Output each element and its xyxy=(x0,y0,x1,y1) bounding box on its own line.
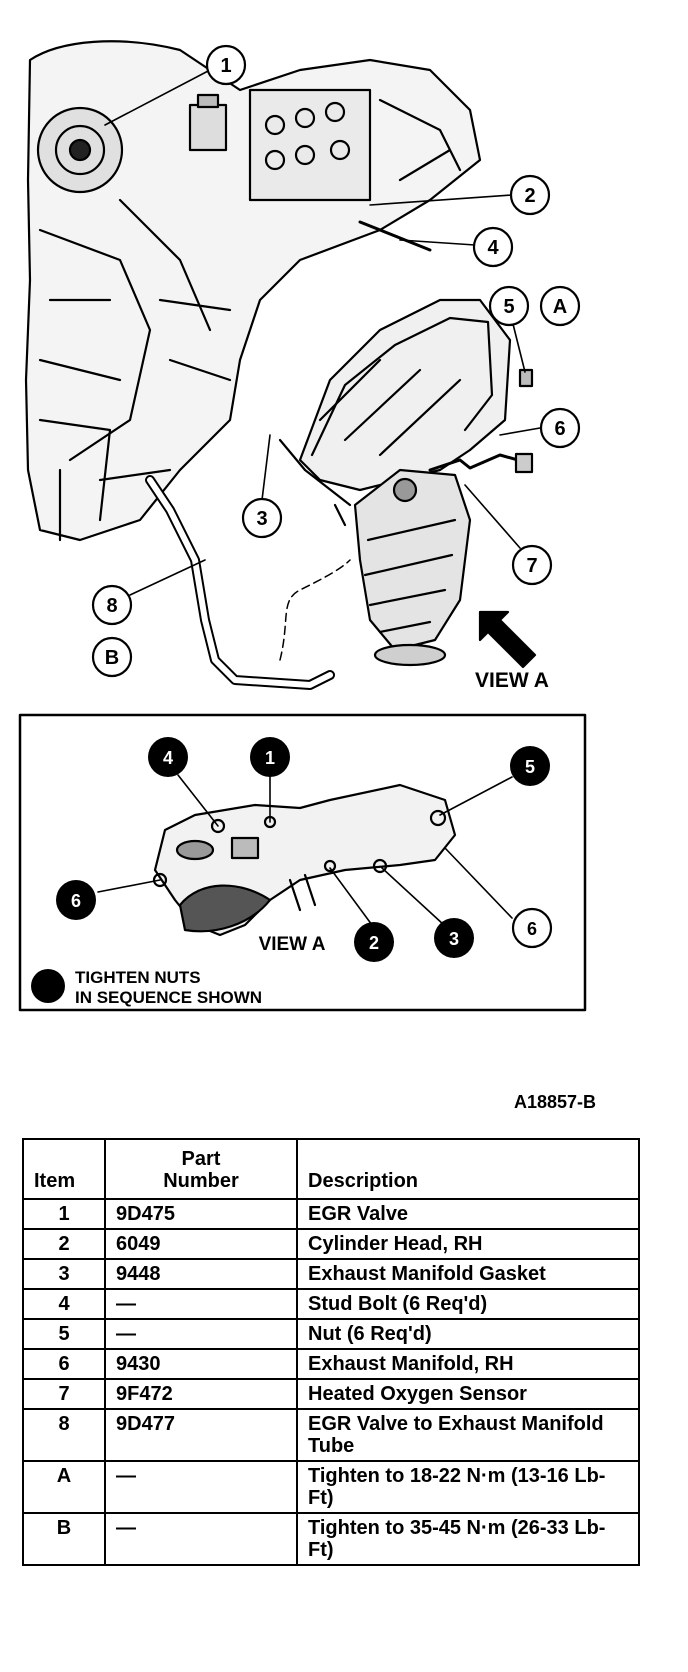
leader-lines xyxy=(104,69,541,596)
table-row: 4 — Stud Bolt (6 Req'd) xyxy=(22,1288,640,1320)
svg-text:8: 8 xyxy=(106,595,117,617)
svg-text:7: 7 xyxy=(526,555,537,577)
svg-text:4: 4 xyxy=(163,748,173,768)
callout-8: 8 xyxy=(91,584,133,626)
cell-item: 6 xyxy=(22,1348,106,1380)
engine-block-drawing xyxy=(24,40,482,542)
cell-part: — xyxy=(104,1460,298,1514)
exhaust-manifold-illustration: 1 2 4 5 A 6 3 7 xyxy=(18,40,587,1012)
header-item: Item xyxy=(22,1138,106,1200)
sequence-6: 6 xyxy=(56,880,96,920)
header-part-number: Part Number xyxy=(104,1138,298,1200)
cell-part: — xyxy=(104,1318,298,1350)
cell-description: Nut (6 Req'd) xyxy=(296,1318,640,1350)
callout-6: 6 xyxy=(539,407,581,449)
cell-item: 5 xyxy=(22,1318,106,1350)
view-a-arrow xyxy=(478,610,537,669)
callout-4: 4 xyxy=(472,226,514,268)
table-row: B — Tighten to 35-45 N·m (26-33 Lb-Ft) xyxy=(22,1512,640,1566)
svg-text:5: 5 xyxy=(503,296,514,318)
svg-text:A: A xyxy=(553,296,567,318)
sequence-4: 4 xyxy=(148,737,188,777)
view-a-label: VIEW A xyxy=(475,669,549,692)
inset-frame xyxy=(18,713,587,1012)
cell-description: Exhaust Manifold Gasket xyxy=(296,1258,640,1290)
callout-2: 2 xyxy=(509,174,551,216)
sequence-2: 2 xyxy=(354,922,394,962)
cell-part: 9D475 xyxy=(104,1198,298,1230)
callout-a: A xyxy=(539,285,581,327)
table-row: 7 9F472 Heated Oxygen Sensor xyxy=(22,1378,640,1410)
cell-item: 4 xyxy=(22,1288,106,1320)
cell-part: 9430 xyxy=(104,1348,298,1380)
svg-text:B: B xyxy=(105,647,119,669)
svg-text:1: 1 xyxy=(265,748,275,768)
sequence-5: 5 xyxy=(510,746,550,786)
table-row: 3 9448 Exhaust Manifold Gasket xyxy=(22,1258,640,1290)
inset-view-a-label: VIEW A xyxy=(259,934,326,955)
svg-text:2: 2 xyxy=(524,185,535,207)
cell-description: EGR Valve to Exhaust Manifold Tube xyxy=(296,1408,640,1462)
inset-manifold-drawing xyxy=(152,783,457,937)
sequence-3: 3 xyxy=(434,918,474,958)
cell-part: 9F472 xyxy=(104,1378,298,1410)
svg-text:2: 2 xyxy=(369,933,379,953)
cell-item: 3 xyxy=(22,1258,106,1290)
svg-text:4: 4 xyxy=(487,237,499,259)
cell-part: — xyxy=(104,1288,298,1320)
svg-text:1: 1 xyxy=(220,55,231,77)
sequence-1: 1 xyxy=(250,737,290,777)
svg-text:3: 3 xyxy=(449,929,459,949)
svg-text:6: 6 xyxy=(71,891,81,911)
callout-b: B xyxy=(91,636,133,678)
svg-text:6: 6 xyxy=(527,919,537,939)
cell-item: A xyxy=(22,1460,106,1514)
table-row: A — Tighten to 18-22 N·m (13-16 Lb-Ft) xyxy=(22,1460,640,1514)
cell-item: 8 xyxy=(22,1408,106,1462)
legend-line-1: TIGHTEN NUTS xyxy=(75,968,201,987)
cell-description: Heated Oxygen Sensor xyxy=(296,1378,640,1410)
cell-part: 9448 xyxy=(104,1258,298,1290)
cell-part: — xyxy=(104,1512,298,1566)
egr-tube-drawing xyxy=(145,475,351,690)
cell-description: Cylinder Head, RH xyxy=(296,1228,640,1260)
cell-part: 9D477 xyxy=(104,1408,298,1462)
table-row: 6 9430 Exhaust Manifold, RH xyxy=(22,1348,640,1380)
callout-7: 7 xyxy=(511,544,553,586)
parts-table: Item Part Number Description 1 9D475 EGR… xyxy=(22,1138,640,1566)
table-row: 5 — Nut (6 Req'd) xyxy=(22,1318,640,1350)
cell-part: 6049 xyxy=(104,1228,298,1260)
figure-code: A18857-B xyxy=(514,1092,597,1112)
table-row: 1 9D475 EGR Valve xyxy=(22,1198,640,1230)
cell-description: Stud Bolt (6 Req'd) xyxy=(296,1288,640,1320)
cell-description: Exhaust Manifold, RH xyxy=(296,1348,640,1380)
callout-1: 1 xyxy=(205,44,247,86)
cell-item: 2 xyxy=(22,1228,106,1260)
table-header-row: Item Part Number Description xyxy=(22,1138,640,1200)
cell-item: 1 xyxy=(22,1198,106,1230)
svg-text:3: 3 xyxy=(256,508,267,530)
cell-description: Tighten to 35-45 N·m (26-33 Lb-Ft) xyxy=(296,1512,640,1566)
table-row: 8 9D477 EGR Valve to Exhaust Manifold Tu… xyxy=(22,1408,640,1462)
svg-text:5: 5 xyxy=(525,757,535,777)
cell-description: EGR Valve xyxy=(296,1198,640,1230)
callout-3: 3 xyxy=(241,497,283,539)
cell-item: B xyxy=(22,1512,106,1566)
inset-callout-6: 6 xyxy=(511,907,553,949)
header-description: Description xyxy=(296,1138,640,1200)
cell-item: 7 xyxy=(22,1378,106,1410)
callout-5: 5 xyxy=(488,285,530,327)
svg-text:6: 6 xyxy=(554,418,565,440)
legend-dot-icon xyxy=(31,969,65,1003)
exhaust-manifold-drawing xyxy=(278,298,534,667)
cell-description: Tighten to 18-22 N·m (13-16 Lb-Ft) xyxy=(296,1460,640,1514)
legend-line-2: IN SEQUENCE SHOWN xyxy=(75,988,262,1007)
table-row: 2 6049 Cylinder Head, RH xyxy=(22,1228,640,1260)
